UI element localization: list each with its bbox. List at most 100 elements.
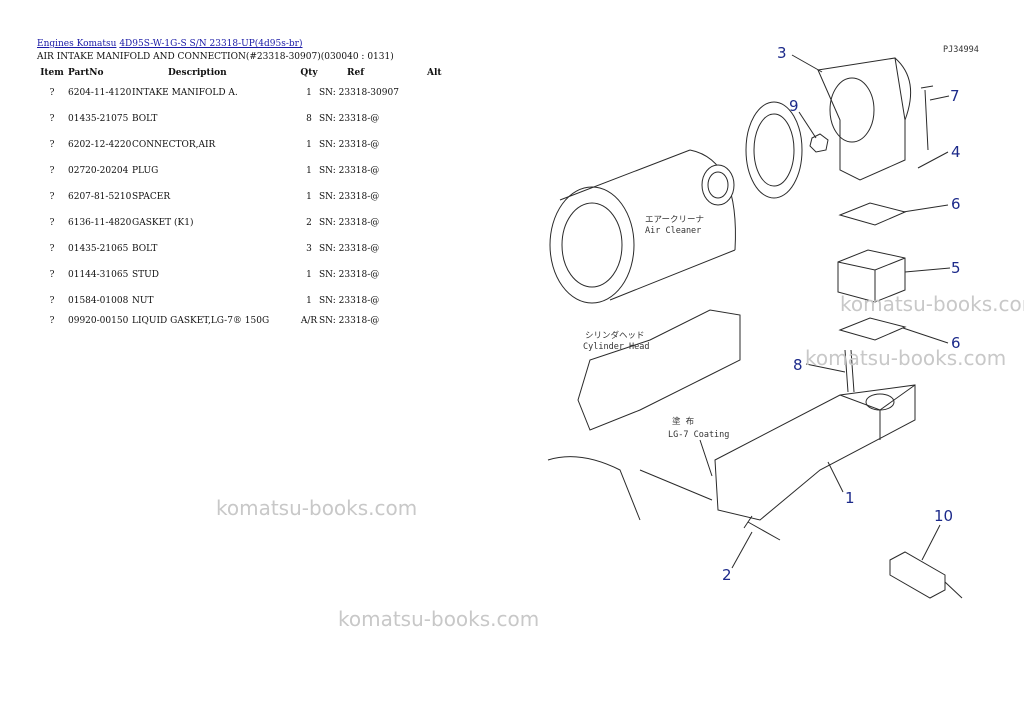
cell-qty: 1 <box>306 166 312 176</box>
cell-ref: SN: 23318-@ <box>319 192 380 202</box>
cell-description: BOLT <box>132 244 158 254</box>
watermark: komatsu-books.com <box>216 496 418 520</box>
cell-ref: SN: 23318-@ <box>319 218 380 228</box>
table-row: ? 6202-12-4220 CONNECTOR,AIR 1 SN: 23318… <box>36 132 447 158</box>
table-row: ? 01435-21075 BOLT 8 SN: 23318-@ <box>36 106 447 132</box>
cell-qty: 1 <box>306 270 312 280</box>
callout-5: 5 <box>951 259 961 277</box>
cell-item: ? <box>49 140 55 150</box>
cell-ref: SN: 23318-@ <box>319 114 380 124</box>
header-description: Description <box>168 68 227 78</box>
gasket-lower-drawing <box>838 317 907 341</box>
intake-manifold-drawing <box>714 384 916 521</box>
cell-ref: SN: 23318-@ <box>319 316 380 326</box>
cell-item: ? <box>49 316 55 326</box>
cell-partno: 01435-21075 <box>68 114 129 124</box>
callout-6-lower: 6 <box>951 334 961 352</box>
table-row: ? 02720-20204 PLUG 1 SN: 23318-@ <box>36 158 447 184</box>
cylinder-head-jp-label: シリンダヘッド <box>585 330 645 341</box>
table-row: ? 01584-01008 NUT 1 SN: 23318-@ <box>36 288 447 314</box>
cell-description: BOLT <box>132 114 158 124</box>
cell-item: ? <box>49 244 55 254</box>
cell-description: STUD <box>132 270 159 280</box>
cell-partno: 09920-00150 <box>68 316 129 326</box>
watermark: komatsu-books.com <box>338 607 540 631</box>
table-row: ? 01435-21065 BOLT 3 SN: 23318-@ <box>36 236 447 262</box>
parts-table: Item PartNo Description Qty Ref Alt ? 62… <box>36 66 447 328</box>
cell-partno: 02720-20204 <box>68 166 129 176</box>
cell-item: ? <box>49 166 55 176</box>
table-row: ? 6136-11-4820 GASKET (K1) 2 SN: 23318-@ <box>36 210 447 236</box>
spacer-drawing <box>837 249 906 303</box>
header-item: Item <box>40 68 64 78</box>
plug-drawing <box>889 551 963 599</box>
breadcrumb: Engines Komatsu 4D95S-W-1G-S S/N 23318-U… <box>37 39 302 50</box>
cell-ref: SN: 23318-@ <box>319 270 380 280</box>
callout-6-upper: 6 <box>951 195 961 213</box>
header-alt: Alt <box>427 68 442 78</box>
cell-partno: 6202-12-4220 <box>68 140 132 150</box>
table-row: ? 6204-11-4120 INTAKE MANIFOLD A. 1 SN: … <box>36 80 447 106</box>
cylinder-head-drawing: シリンダヘッド Cylinder Head <box>547 309 741 521</box>
cell-partno: 01435-21065 <box>68 244 129 254</box>
cell-item: ? <box>49 192 55 202</box>
diagram-code: PJ34994 <box>943 45 979 55</box>
cell-partno: 6204-11-4120 <box>68 88 132 98</box>
cell-description: CONNECTOR,AIR <box>132 140 216 150</box>
stud-drawing <box>844 349 855 393</box>
table-row: ? 6207-81-5210 SPACER 1 SN: 23318-@ <box>36 184 447 210</box>
connector-gasket-ring <box>745 101 803 199</box>
cell-partno: 6136-11-4820 <box>68 218 132 228</box>
cell-qty: 1 <box>306 88 312 98</box>
cell-item: ? <box>49 88 55 98</box>
cell-ref: SN: 23318-@ <box>319 244 380 254</box>
cylinder-head-label: Cylinder Head <box>583 342 650 352</box>
callout-7: 7 <box>950 87 960 105</box>
bolt-2-drawing <box>743 515 781 541</box>
callout-leaders <box>731 54 951 569</box>
header-ref: Ref <box>347 68 365 78</box>
cell-partno: 6207-81-5210 <box>68 192 132 202</box>
cell-partno: 01584-01008 <box>68 296 129 306</box>
callout-2: 2 <box>722 566 732 584</box>
cell-partno: 01144-31065 <box>68 270 129 280</box>
table-header-row: Item PartNo Description Qty Ref Alt <box>36 66 447 80</box>
cell-qty: 1 <box>306 296 312 306</box>
cell-description: GASKET (K1) <box>132 218 194 228</box>
cell-item: ? <box>49 114 55 124</box>
cell-ref: SN: 23318-@ <box>319 140 380 150</box>
table-row: ? 01144-31065 STUD 1 SN: 23318-@ <box>36 262 447 288</box>
header-qty: Qty <box>300 68 318 78</box>
air-cleaner-jp-label: エアークリーナ <box>645 215 704 225</box>
cell-qty: A/R <box>300 316 318 326</box>
cell-description: LIQUID GASKET,LG-7® 150G <box>132 316 270 326</box>
page-subtitle: AIR INTAKE MANIFOLD AND CONNECTION(#2331… <box>37 52 394 62</box>
cell-item: ? <box>49 296 55 306</box>
cell-qty: 2 <box>306 218 312 228</box>
cell-item: ? <box>49 218 55 228</box>
header-partno: PartNo <box>68 68 104 78</box>
cell-ref: SN: 23318-30907 <box>319 88 399 98</box>
cell-ref: SN: 23318-@ <box>319 296 380 306</box>
callout-8: 8 <box>793 356 803 374</box>
gasket-upper-drawing <box>838 202 907 226</box>
coating-jp-label: 塗 布 <box>672 416 694 427</box>
cell-qty: 1 <box>306 192 312 202</box>
cell-item: ? <box>49 270 55 280</box>
watermark: komatsu-books.com <box>840 292 1024 316</box>
cell-description: PLUG <box>132 166 159 176</box>
breadcrumb-link-model[interactable]: 4D95S-W-1G-S S/N 23318-UP(4d95s-br) <box>119 39 303 49</box>
breadcrumb-link-engines[interactable]: Engines Komatsu <box>37 39 117 49</box>
cell-description: SPACER <box>132 192 171 202</box>
nut-drawing <box>809 133 829 153</box>
cell-ref: SN: 23318-@ <box>319 166 380 176</box>
callout-4: 4 <box>951 143 961 161</box>
coating-label: LG-7 Coating <box>668 430 729 440</box>
air-cleaner-label: Air Cleaner <box>645 226 701 236</box>
cell-qty: 1 <box>306 140 312 150</box>
cell-qty: 8 <box>306 114 312 124</box>
callout-1: 1 <box>845 489 855 507</box>
callout-10: 10 <box>934 507 953 525</box>
callout-3: 3 <box>777 44 787 62</box>
